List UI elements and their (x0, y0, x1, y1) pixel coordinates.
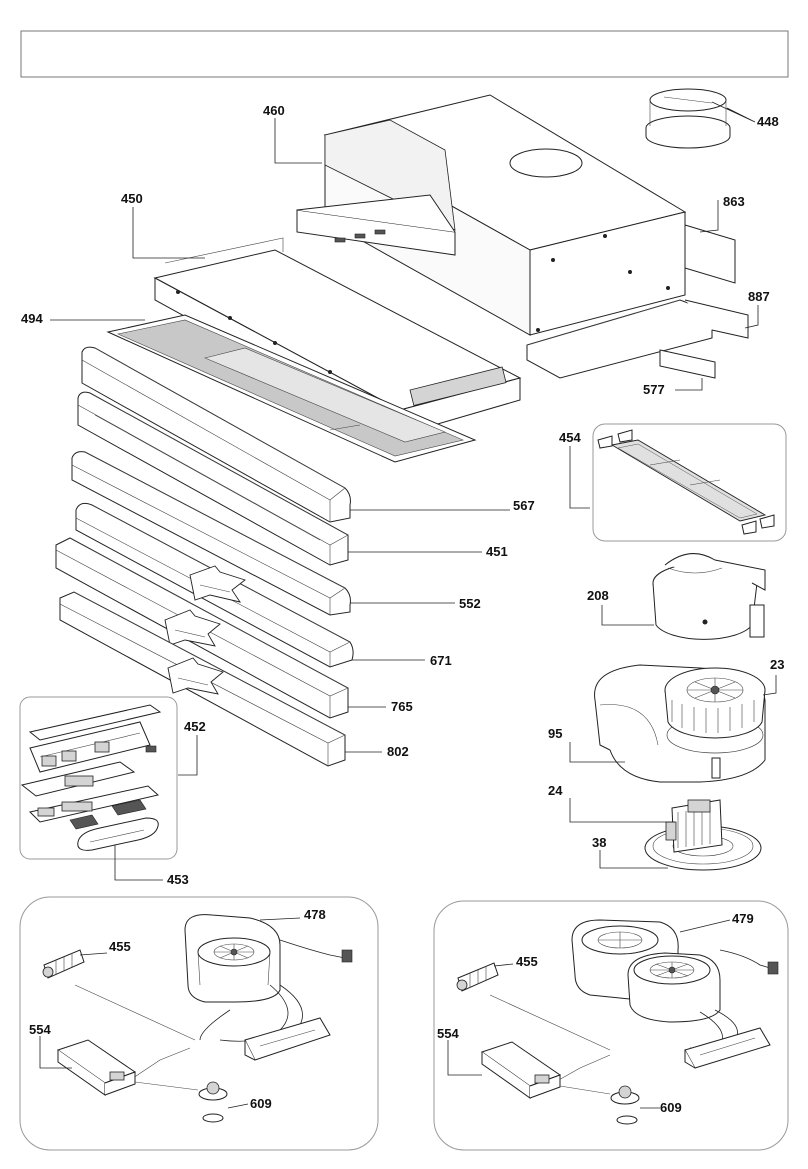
callout-95: 95 (548, 726, 562, 741)
part-24-motor (665, 799, 723, 853)
panel-bottom-right (433, 900, 789, 1151)
callout-24: 24 (548, 783, 563, 798)
callout-454: 454 (559, 430, 581, 445)
part-448-collar (645, 88, 731, 149)
title-box (20, 30, 789, 78)
part-479-double-blower (571, 919, 779, 1023)
callout-863: 863 (723, 194, 745, 209)
callout-554-left: 554 (29, 1022, 51, 1037)
callout-479: 479 (732, 911, 754, 926)
callout-455-right: 455 (516, 954, 538, 969)
part-554-box-left (56, 1039, 137, 1096)
callout-609-left: 609 (250, 1096, 272, 1111)
callout-577: 577 (643, 382, 665, 397)
callout-452: 452 (184, 719, 206, 734)
callout-38: 38 (592, 835, 606, 850)
panel-454 (592, 423, 787, 542)
part-451-strip (77, 391, 349, 566)
part-765-strip (55, 537, 349, 719)
callout-887: 887 (748, 289, 770, 304)
part-609-lamp-right (559, 1085, 640, 1125)
callout-453: 453 (167, 872, 189, 887)
part-455-switch-right (456, 962, 499, 992)
callout-23: 23 (770, 657, 784, 672)
callout-552: 552 (459, 596, 481, 611)
callout-labels: 448 460 450 863 887 494 577 454 567 451 … (21, 103, 784, 1115)
part-554-box-right (480, 1041, 562, 1099)
callout-554-right: 554 (437, 1026, 459, 1041)
callout-455-left: 455 (109, 939, 131, 954)
leader-lines (39, 101, 777, 1109)
part-460-housing (296, 94, 749, 379)
callout-478: 478 (304, 907, 326, 922)
callout-494: 494 (21, 311, 43, 326)
part-455-switch-left (42, 949, 85, 979)
callout-451: 451 (486, 544, 508, 559)
part-23-impeller (664, 667, 766, 739)
part-478-blower (184, 914, 353, 1003)
callout-609-right: 609 (660, 1100, 682, 1115)
part-208-fan-casing (652, 553, 766, 640)
callout-765: 765 (391, 699, 413, 714)
callout-671: 671 (430, 653, 452, 668)
callout-208: 208 (587, 588, 609, 603)
part-567-strip (81, 346, 351, 523)
callout-448: 448 (757, 114, 779, 129)
callout-450: 450 (121, 191, 143, 206)
part-609-lamp-left (134, 1081, 228, 1123)
callout-460: 460 (263, 103, 285, 118)
callout-802: 802 (387, 744, 409, 759)
part-494-grease-filter (106, 314, 477, 463)
panel-452-453 (19, 696, 178, 860)
part-802-strip (59, 591, 346, 767)
part-552-strip (71, 451, 351, 616)
panel-bottom-left (19, 896, 379, 1151)
callout-567: 567 (513, 498, 535, 513)
